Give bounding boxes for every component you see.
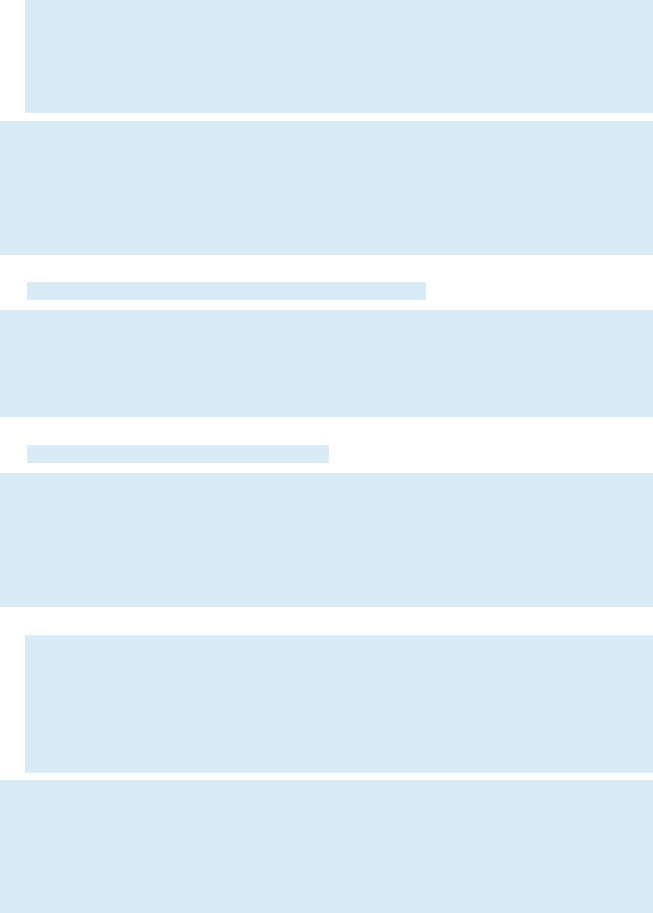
content-card-placeholder: [25, 635, 653, 773]
content-card-placeholder: [0, 121, 653, 255]
content-card-placeholder: [0, 310, 653, 417]
text-line-placeholder: [27, 445, 329, 463]
content-card-placeholder: [0, 780, 653, 913]
text-line-placeholder: [27, 282, 426, 300]
content-card-placeholder: [0, 473, 653, 607]
content-card-placeholder: [25, 0, 653, 113]
